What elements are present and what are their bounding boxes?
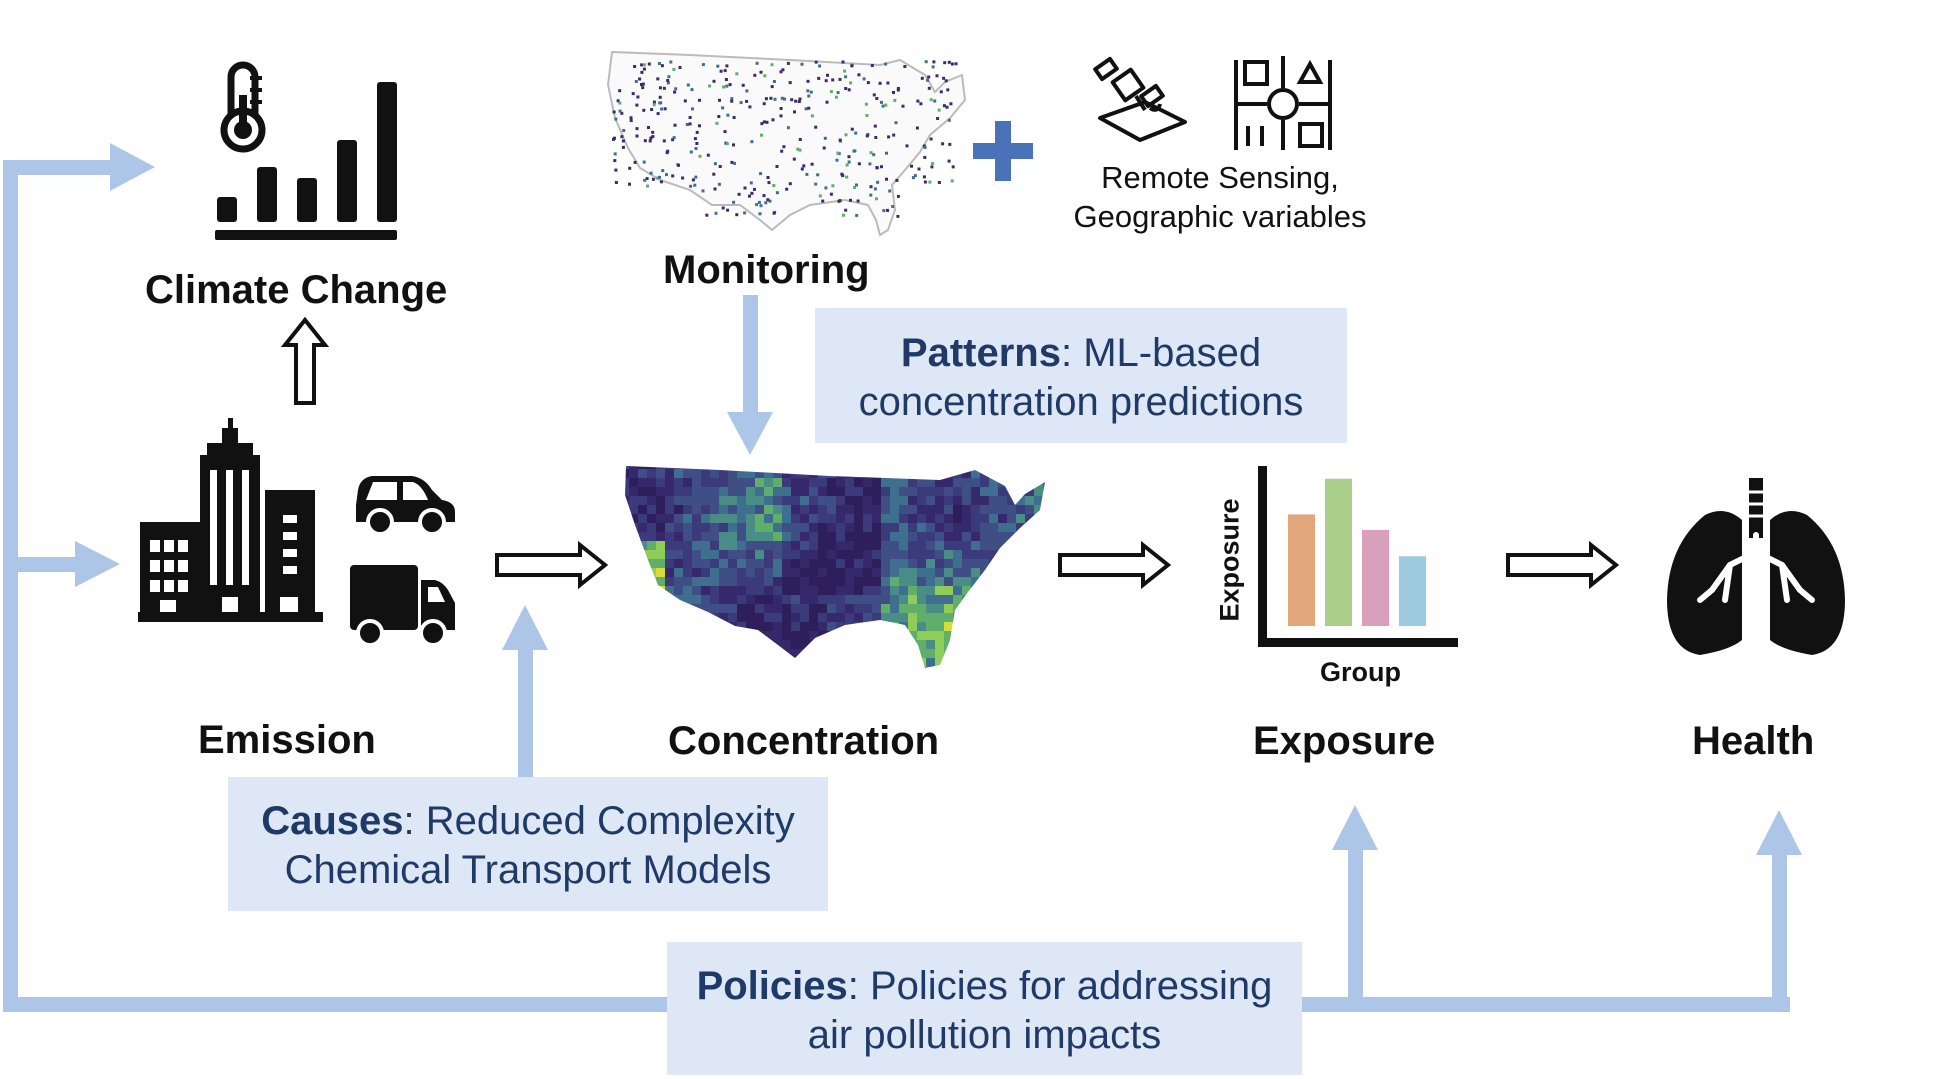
exposure-bar — [1325, 478, 1352, 626]
remote-sensing-line2: Geographic variables — [1073, 199, 1367, 234]
lungs-icon — [1667, 478, 1845, 655]
monitoring-label: Monitoring — [663, 248, 870, 292]
exposure-y-axis — [1258, 466, 1267, 646]
patterns-text2: concentration predictions — [858, 380, 1304, 424]
flow-arrows — [280, 316, 1620, 590]
patterns-text1: : ML-based — [1060, 331, 1262, 375]
feedback-arrows — [3, 143, 1802, 1012]
exposure-bar — [1288, 514, 1315, 626]
causes-text1: : Reduced Complexity — [403, 799, 795, 843]
remote-sensing-line1: Remote Sensing, — [1101, 160, 1339, 195]
exposure-bar — [1399, 556, 1426, 626]
causes-text2: Chemical Transport Models — [284, 848, 772, 892]
bar-chart-icon — [215, 82, 397, 240]
car-icon — [356, 476, 455, 536]
exposure-axis-xlabel: Group — [1320, 657, 1401, 687]
policies-text1: : Policies for addressing — [847, 964, 1273, 1008]
climate-change-label: Climate Change — [145, 268, 448, 312]
satellite-icon — [1093, 56, 1187, 142]
policies-text2: air pollution impacts — [807, 1013, 1162, 1057]
arrow-concentration-to-exposure — [1058, 540, 1172, 590]
arrow-exposure-to-health — [1506, 540, 1620, 590]
truck-icon — [350, 565, 455, 647]
exposure-axis-ylabel: Exposure — [1214, 498, 1245, 622]
concentration-map — [625, 466, 1045, 668]
health-label: Health — [1692, 719, 1815, 763]
geography-icon — [1234, 56, 1332, 150]
thermometer-icon — [220, 61, 266, 153]
patterns-bold: Patterns — [900, 331, 1061, 375]
causes-box: Causes: Reduced Complexity Chemical Tran… — [228, 777, 828, 911]
exposure-bar — [1362, 529, 1389, 626]
exposure-chart — [1258, 466, 1458, 647]
arrow-emission-to-climate — [280, 316, 330, 405]
arrow-emission-to-concentration — [495, 540, 609, 590]
remote-sensing-label: Remote Sensing, Geographic variables — [1060, 158, 1380, 236]
patterns-box: Patterns: ML-based concentration predict… — [815, 308, 1347, 443]
buildings-icon — [138, 418, 323, 622]
monitoring-map — [606, 50, 967, 237]
emission-label: Emission — [198, 718, 376, 762]
policies-bold: Policies — [696, 964, 848, 1008]
exposure-label: Exposure — [1253, 719, 1436, 763]
plus-icon — [973, 121, 1033, 181]
causes-bold: Causes — [261, 799, 404, 843]
exposure-x-axis — [1258, 638, 1458, 647]
policies-box: Policies: Policies for addressing air po… — [667, 942, 1302, 1075]
concentration-label: Concentration — [668, 719, 940, 763]
